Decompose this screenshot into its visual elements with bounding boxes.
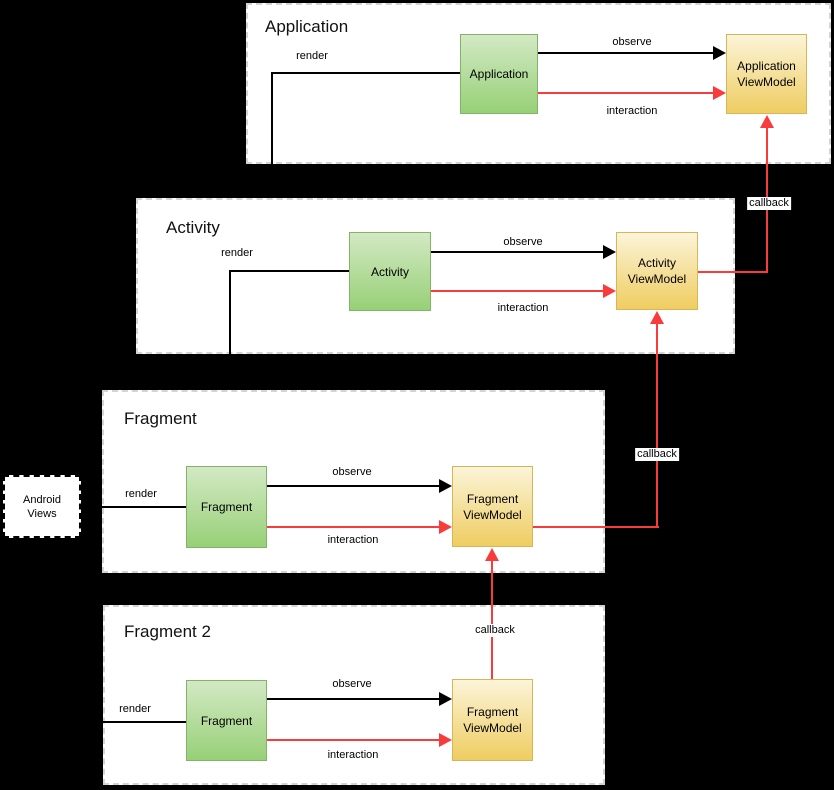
callback-arrowhead-fragment [485, 548, 499, 561]
group-application-title: Application [265, 17, 349, 36]
label-render-fragment2: render [117, 703, 153, 716]
group-fragment2-title: Fragment 2 [124, 622, 211, 641]
interaction-arrowhead-activity [603, 284, 616, 298]
edge-callback-fragment-h [533, 526, 659, 528]
label-interaction-fragment: interaction [325, 534, 381, 547]
edge-render-activity-drop [229, 270, 231, 354]
label-callback-activity: callback [635, 448, 679, 461]
node-application-viewmodel-line1: Application [737, 59, 796, 73]
node-fragment2-viewmodel-line2: ViewModel [463, 721, 522, 735]
edge-callback-fragment2-v [491, 559, 493, 679]
observe-arrowhead-fragment [439, 479, 452, 493]
edge-callback-fragment-v [656, 322, 658, 528]
label-observe-activity: observe [501, 236, 545, 249]
observe-arrowhead-activity [603, 245, 616, 259]
node-fragment-viewmodel-line2: ViewModel [463, 507, 522, 522]
android-views-box: Android Views [3, 475, 81, 538]
label-observe-fragment2: observe [330, 678, 374, 691]
label-interaction-fragment2: interaction [325, 749, 381, 762]
callback-arrowhead-activity [650, 311, 664, 324]
node-activity-viewmodel: Activity ViewModel [616, 232, 698, 310]
node-activity-label: Activity [370, 264, 409, 279]
node-fragment: Fragment [186, 466, 267, 548]
label-interaction-application: interaction [604, 105, 660, 118]
label-render-fragment: render [123, 488, 159, 501]
android-views-label-line2: Views [27, 507, 57, 520]
edge-interaction-activity [431, 290, 608, 292]
edge-interaction-fragment [267, 526, 444, 528]
edge-render-application-drop [271, 72, 273, 164]
label-render-application: render [294, 50, 330, 63]
node-activity-viewmodel-line1: Activity [637, 256, 676, 270]
node-fragment-viewmodel: Fragment ViewModel [452, 466, 533, 547]
node-fragment2-viewmodel: Fragment ViewModel [452, 679, 533, 761]
observe-arrowhead-fragment2 [439, 692, 452, 706]
node-fragment2-label: Fragment [200, 713, 253, 728]
label-observe-fragment: observe [330, 466, 374, 479]
observe-arrowhead-application [713, 46, 726, 60]
edge-observe-activity [431, 251, 608, 253]
node-activity-viewmodel-line2: ViewModel [627, 272, 687, 286]
node-fragment-label: Fragment [200, 500, 253, 514]
node-fragment2: Fragment [186, 680, 267, 761]
edge-interaction-application [538, 92, 718, 94]
label-callback-fragment: callback [473, 624, 517, 637]
edge-interaction-fragment2 [267, 739, 444, 741]
interaction-arrowhead-application [713, 86, 726, 100]
node-fragment2-viewmodel-line1: Fragment [466, 705, 519, 719]
edge-observe-fragment [267, 485, 444, 487]
edge-render-fragment2 [103, 721, 187, 723]
label-callback-application: callback [747, 197, 791, 210]
label-interaction-activity: interaction [495, 302, 551, 315]
group-activity-title: Activity [166, 218, 220, 237]
interaction-arrowhead-fragment2 [439, 733, 452, 747]
edge-render-application [271, 72, 461, 74]
edge-callback-activity-h [698, 271, 768, 273]
node-application-viewmodel: Application ViewModel [726, 34, 807, 114]
node-activity: Activity [349, 232, 431, 311]
callback-arrowhead-application [760, 115, 774, 128]
label-observe-application: observe [610, 36, 654, 49]
edge-render-fragment [102, 506, 187, 508]
node-application-viewmodel-line2: ViewModel [737, 75, 796, 89]
node-fragment-viewmodel-line1: Fragment [466, 491, 519, 506]
label-render-activity: render [219, 247, 255, 260]
interaction-arrowhead-fragment [439, 520, 452, 534]
edge-observe-application [538, 52, 718, 54]
node-application-label: Application [469, 67, 529, 81]
edge-observe-fragment2 [267, 698, 444, 700]
edge-render-activity [229, 270, 350, 272]
node-application: Application [460, 34, 538, 114]
group-fragment-title: Fragment [124, 409, 197, 428]
android-views-label-line1: Android [23, 493, 61, 506]
